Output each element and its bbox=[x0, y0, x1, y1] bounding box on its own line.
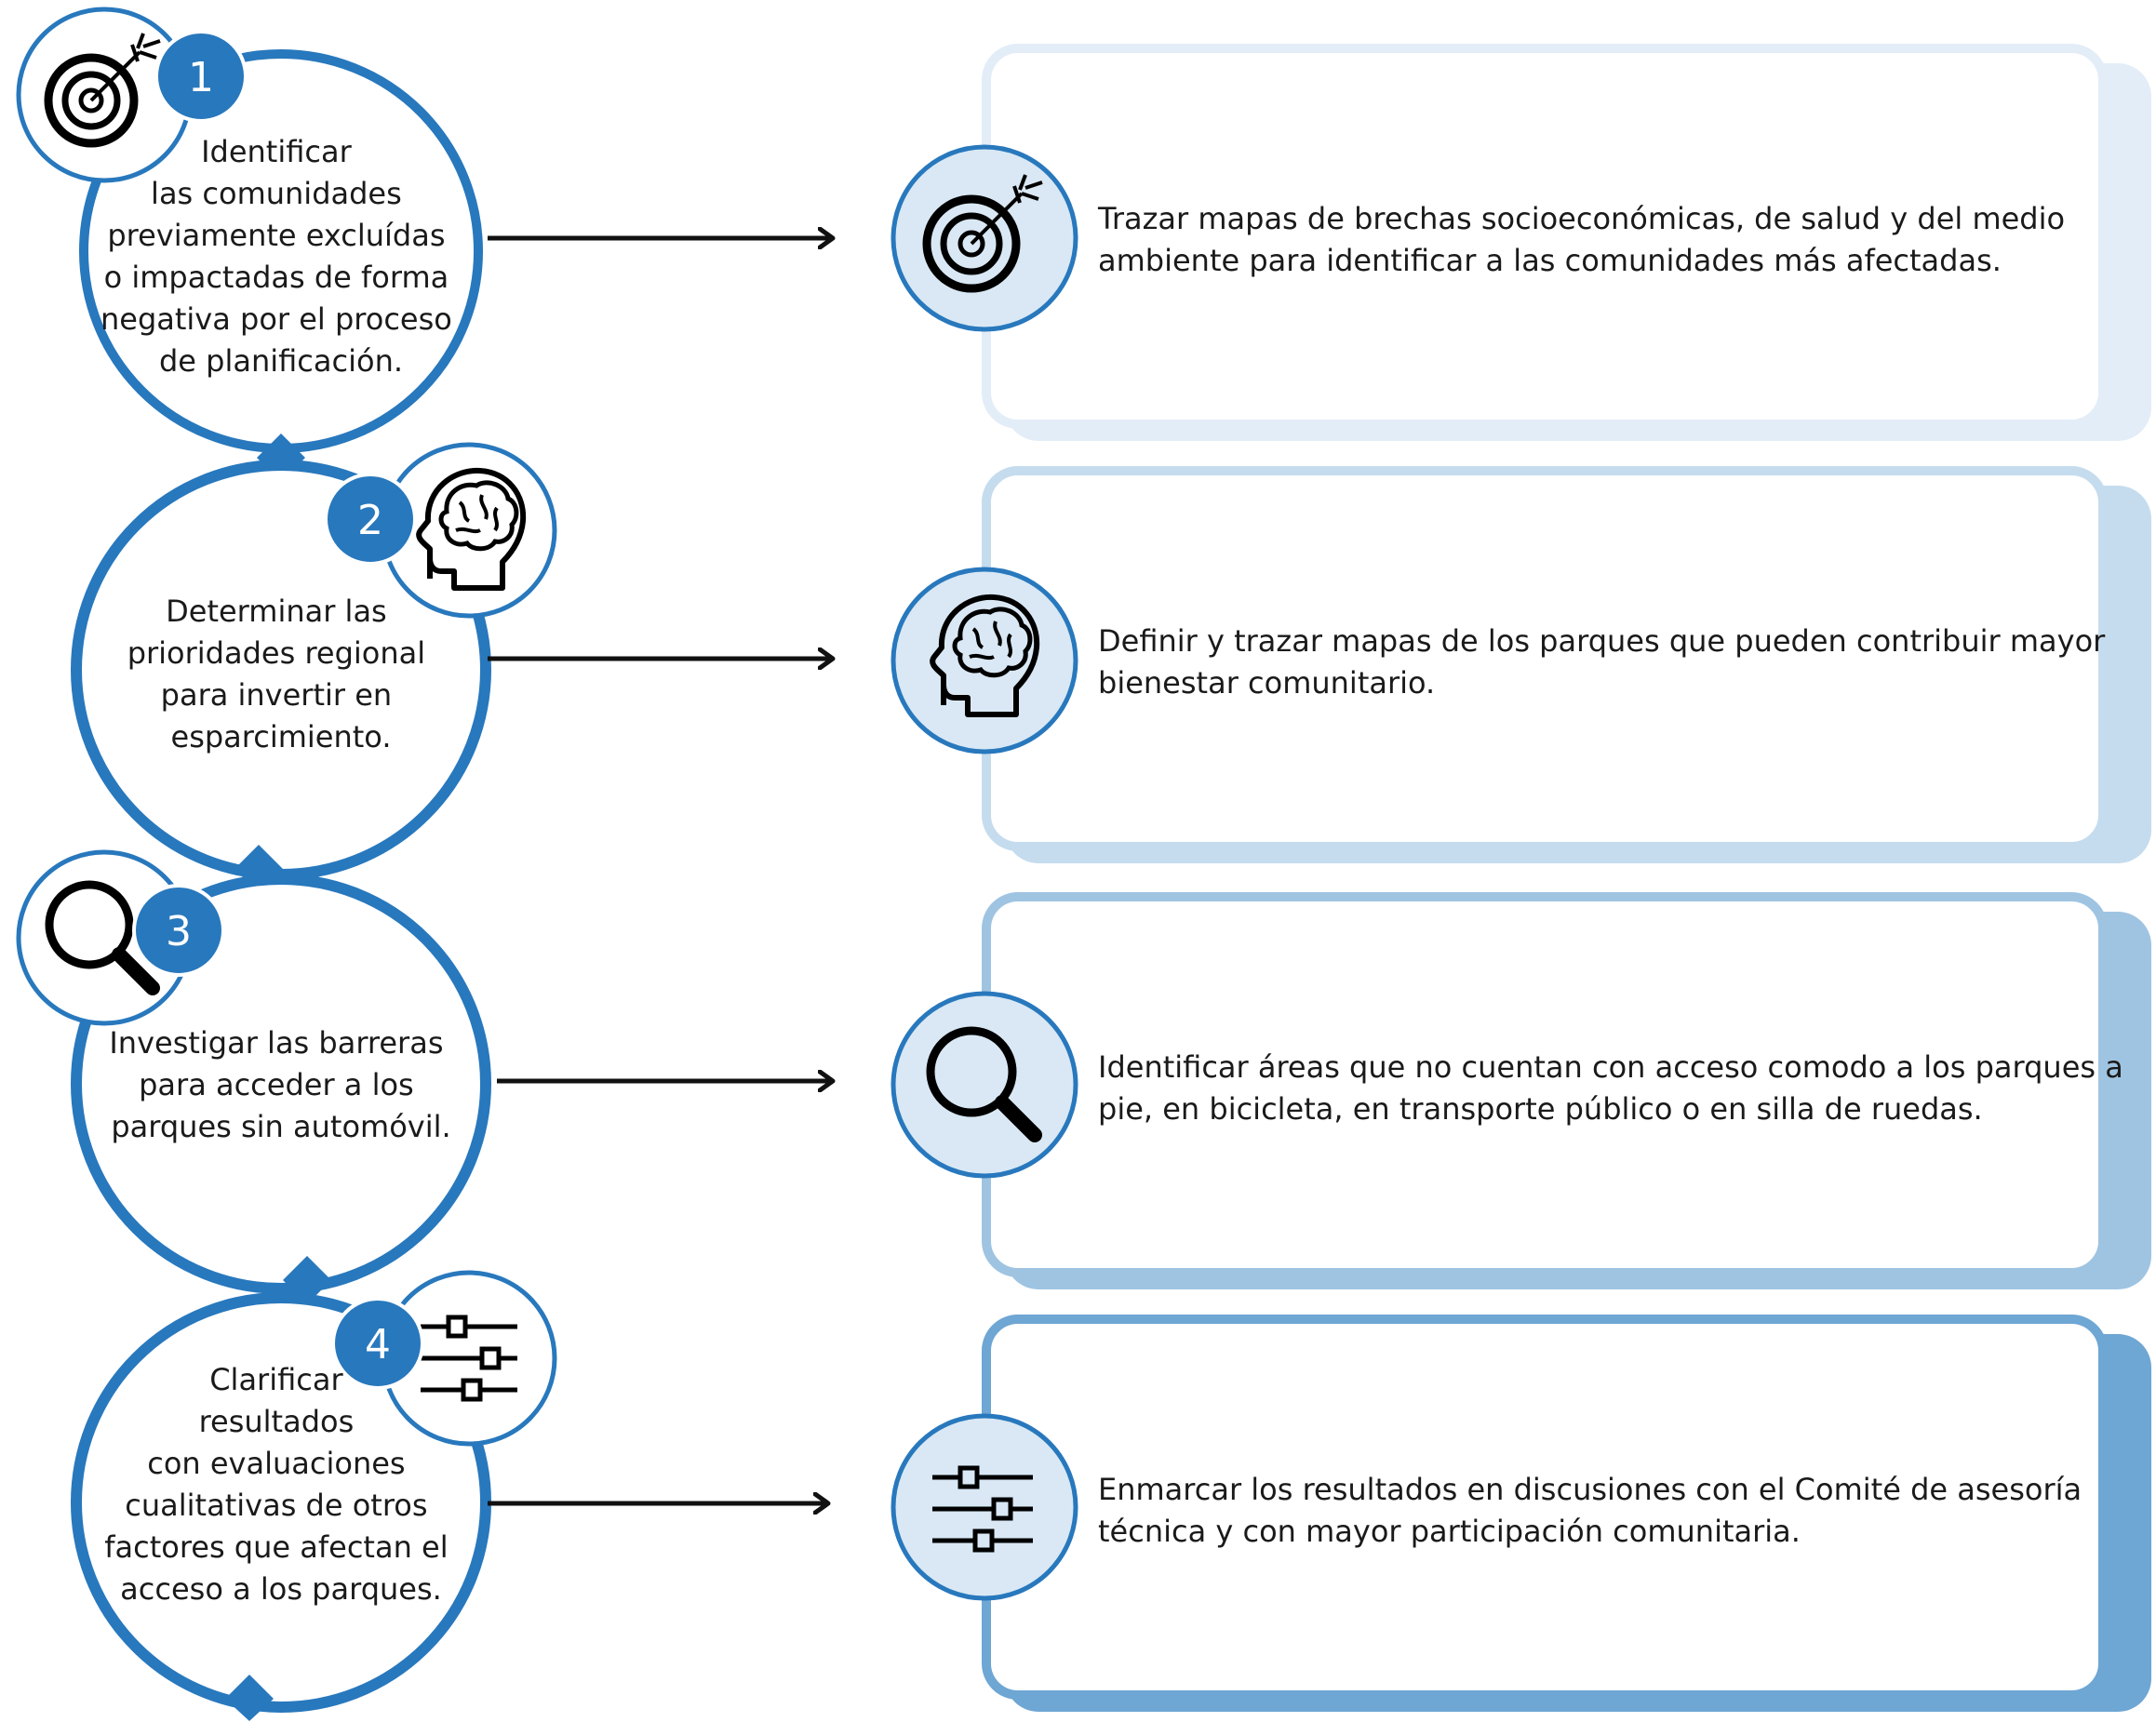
step-3-label: Investigar las barreras para acceder a l… bbox=[109, 1025, 452, 1144]
card-4: Enmarcar los resultados en discusiones c… bbox=[891, 1315, 2151, 1712]
step-4-ring bbox=[71, 1292, 491, 1713]
step-4-label: Clarificar resultados con evaluaciones c… bbox=[104, 1362, 458, 1607]
card-2: Definir y trazar mapas de los parques qu… bbox=[891, 466, 2151, 863]
target-icon bbox=[44, 33, 161, 148]
card-4-panel bbox=[982, 1315, 2108, 1700]
step-1: 1 Identificar las comunidades previament… bbox=[16, 7, 833, 482]
brain-head-icon bbox=[416, 467, 527, 591]
card-3-panel bbox=[982, 892, 2108, 1277]
step-2-icon-badge bbox=[381, 442, 557, 619]
step-2: 2 Determinar las prioridades regional pa… bbox=[71, 442, 833, 893]
card-2-text: Definir y trazar mapas de los parques qu… bbox=[1098, 623, 2114, 701]
step-4-number-badge: 4 bbox=[331, 1297, 424, 1390]
brain-head-icon bbox=[930, 594, 1040, 717]
card-3-icon-badge bbox=[891, 991, 1078, 1179]
card-1-text: Trazar mapas de brechas socioeconómicas,… bbox=[1097, 201, 2074, 278]
step-3-icon-badge bbox=[16, 849, 193, 1026]
sliders-icon bbox=[932, 1465, 1033, 1553]
step-4-connector-chevron bbox=[225, 1675, 274, 1721]
card-4-icon-badge bbox=[891, 1413, 1078, 1601]
sliders-icon bbox=[421, 1315, 517, 1402]
card-1-panel bbox=[982, 44, 2108, 429]
step-1-number: 1 bbox=[188, 54, 214, 101]
step-4-icon-badge bbox=[381, 1270, 557, 1447]
magnifier-icon bbox=[926, 1026, 1042, 1142]
card-2-icon-badge bbox=[891, 567, 1078, 754]
card-3: Identificar áreas que no cuentan con acc… bbox=[891, 892, 2151, 1289]
card-2-panel bbox=[982, 466, 2108, 851]
card-1: Trazar mapas de brechas socioeconómicas,… bbox=[891, 44, 2151, 441]
target-icon bbox=[922, 174, 1043, 293]
step-2-label: Determinar las prioridades regional para… bbox=[127, 594, 435, 754]
step-4-number: 4 bbox=[365, 1321, 391, 1368]
step-3-connector-chevron bbox=[283, 1256, 331, 1304]
step-3: 3 Investigar las barreras para acceder a… bbox=[16, 849, 833, 1304]
card-3-text: Identificar áreas que no cuentan con acc… bbox=[1098, 1049, 2133, 1127]
step-1-label: Identificar las comunidades previamente … bbox=[100, 134, 462, 379]
card-4-text: Enmarcar los resultados en discusiones c… bbox=[1098, 1472, 2091, 1549]
step-1-number-badge: 1 bbox=[154, 30, 248, 123]
step-2-number-badge: 2 bbox=[324, 473, 417, 566]
step-1-icon-badge bbox=[16, 7, 193, 183]
step-4: 4 Clarificar resultados con evaluaciones… bbox=[71, 1270, 828, 1721]
step-3-number: 3 bbox=[166, 908, 192, 955]
magnifier-icon bbox=[45, 880, 160, 995]
step-2-number: 2 bbox=[357, 497, 383, 544]
card-1-icon-badge bbox=[891, 144, 1078, 332]
step-3-number-badge: 3 bbox=[132, 884, 225, 977]
